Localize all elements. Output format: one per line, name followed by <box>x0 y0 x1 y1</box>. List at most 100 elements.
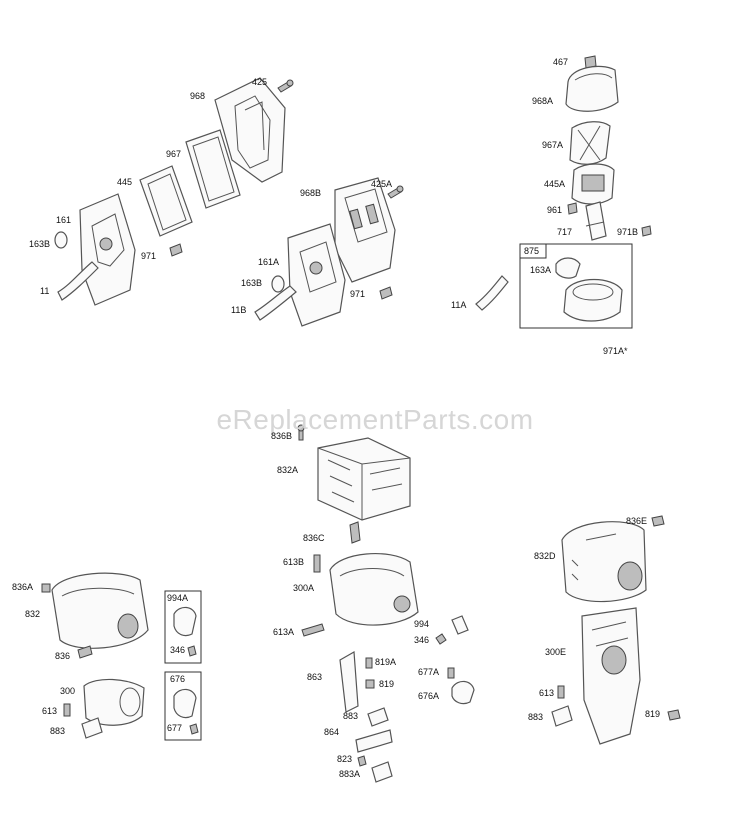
tube-11B[interactable] <box>254 285 297 321</box>
callout-819-mid: 819 <box>379 679 395 689</box>
clip-883-right[interactable] <box>551 705 573 727</box>
shroud-300A[interactable] <box>329 552 419 626</box>
callout-677: 677 <box>167 723 183 733</box>
callout-676: 676 <box>170 674 186 684</box>
gasket-163A[interactable] <box>555 257 581 279</box>
lever-864[interactable] <box>355 729 393 753</box>
gasket-163B-left[interactable] <box>54 231 68 249</box>
base-161[interactable] <box>79 193 136 306</box>
kit-875-tag <box>519 243 547 259</box>
screw-836[interactable] <box>77 645 93 659</box>
clip-883A[interactable] <box>371 761 393 783</box>
callout-994: 994 <box>414 619 430 629</box>
callout-971-mid: 971 <box>350 289 366 299</box>
callout-823: 823 <box>337 754 353 764</box>
callout-864: 864 <box>324 727 340 737</box>
air-cleaner-base-875[interactable] <box>563 279 623 322</box>
callout-967A: 967A <box>542 140 564 150</box>
callout-161: 161 <box>56 215 72 225</box>
tube-11[interactable] <box>57 261 99 301</box>
screw-613-left[interactable] <box>63 703 71 717</box>
callout-11B: 11B <box>231 305 247 315</box>
screw-677A[interactable] <box>447 667 455 679</box>
pre-cleaner-445[interactable] <box>139 165 193 237</box>
bushing-994[interactable] <box>451 615 469 635</box>
callout-161A: 161A <box>258 257 280 267</box>
callout-875: 875 <box>524 246 540 256</box>
callout-425: 425 <box>252 77 268 87</box>
callout-832A: 832A <box>277 465 299 475</box>
callout-968A: 968A <box>532 96 554 106</box>
callout-836E: 836E <box>626 516 648 526</box>
fastener-819A[interactable] <box>365 657 373 669</box>
bracket-717[interactable] <box>585 201 607 241</box>
tube-11A[interactable] <box>475 275 509 311</box>
callout-300E: 300E <box>545 647 567 657</box>
screw-613B[interactable] <box>313 554 321 573</box>
clip-883-mid[interactable] <box>367 707 389 727</box>
fastener-819-mid[interactable] <box>365 679 375 689</box>
callout-994A: 994A <box>167 593 189 603</box>
callout-968B: 968B <box>300 188 322 198</box>
callout-883A: 883A <box>339 769 361 779</box>
air-cleaner-cover-968B[interactable] <box>334 177 396 283</box>
fastener-819-right[interactable] <box>667 709 681 721</box>
fastener-971-left[interactable] <box>169 243 183 257</box>
callout-819-right: 819 <box>645 709 661 719</box>
callout-971A-star: 971A* <box>603 346 628 356</box>
cover-968A[interactable] <box>565 65 619 112</box>
callout-961: 961 <box>547 205 563 215</box>
clip-883-left[interactable] <box>81 717 103 739</box>
cover-676A[interactable] <box>451 680 475 705</box>
fastener-961[interactable] <box>567 202 578 215</box>
screw-613-right[interactable] <box>557 685 565 699</box>
callout-968: 968 <box>190 91 206 101</box>
shroud-300E[interactable] <box>581 607 641 745</box>
fastener-971-mid[interactable] <box>379 286 393 300</box>
bushing-994A[interactable] <box>173 606 197 637</box>
callout-11: 11 <box>40 286 50 296</box>
callout-613-left: 613 <box>42 706 58 716</box>
callout-613A: 613A <box>273 627 295 637</box>
screw-346-left[interactable] <box>187 645 197 657</box>
blower-housing-832[interactable] <box>51 572 149 649</box>
callout-836C: 836C <box>303 533 325 543</box>
screw-836C[interactable] <box>349 521 361 544</box>
cover-676[interactable] <box>173 688 197 719</box>
gasket-163B-mid[interactable] <box>271 275 285 293</box>
kit-676-box <box>164 671 202 741</box>
callout-613-right: 613 <box>539 688 555 698</box>
screw-836E[interactable] <box>651 515 665 527</box>
callout-677A: 677A <box>418 667 440 677</box>
filter-967A[interactable] <box>569 121 611 165</box>
shroud-300[interactable] <box>83 678 145 726</box>
fastener-971B[interactable] <box>641 225 652 237</box>
screw-836B[interactable] <box>297 424 305 441</box>
callout-717: 717 <box>557 227 573 237</box>
callout-163A: 163A <box>530 265 552 275</box>
callout-971B: 971B <box>617 227 639 237</box>
fastener-823[interactable] <box>357 755 367 767</box>
screw-346-mid[interactable] <box>435 633 447 645</box>
kit-875-box <box>519 243 633 329</box>
link-863[interactable] <box>339 651 359 713</box>
callout-883-right: 883 <box>528 712 544 722</box>
callout-346-mid: 346 <box>414 635 430 645</box>
screw-677[interactable] <box>189 723 199 735</box>
filter-967[interactable] <box>185 129 241 209</box>
screw-836A[interactable] <box>41 583 51 593</box>
screw-613A[interactable] <box>301 623 325 637</box>
blower-housing-832A[interactable] <box>317 437 411 521</box>
callout-300A: 300A <box>293 583 315 593</box>
filter-445A[interactable] <box>571 163 615 205</box>
blower-housing-832D[interactable] <box>561 521 647 603</box>
callout-832D: 832D <box>534 551 556 561</box>
callout-832: 832 <box>25 609 41 619</box>
screw-425[interactable] <box>277 79 294 93</box>
callout-863: 863 <box>307 672 323 682</box>
callout-883-mid: 883 <box>343 711 359 721</box>
callout-163B-left: 163B <box>29 239 51 249</box>
screw-425A[interactable] <box>387 185 404 199</box>
air-cleaner-cover-968[interactable] <box>214 77 286 183</box>
